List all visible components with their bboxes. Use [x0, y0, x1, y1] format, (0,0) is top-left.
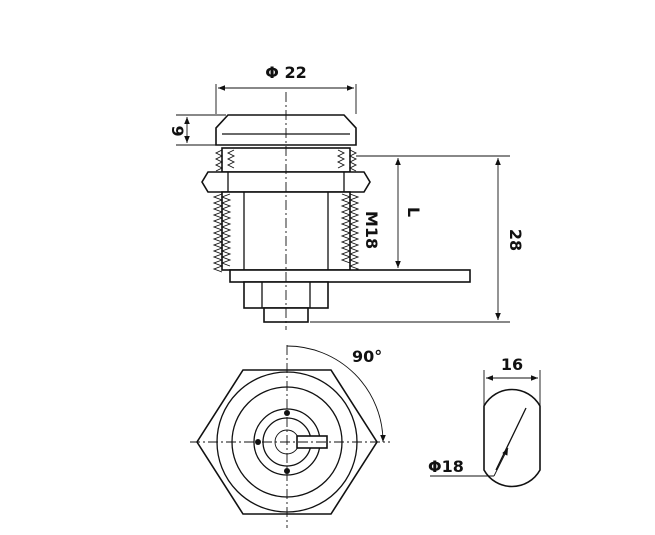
main-thread-teeth — [212, 193, 360, 273]
overall-label: 28 — [506, 229, 525, 251]
rotation-label: 90° — [352, 347, 382, 366]
cap-diameter-label: Φ 22 — [265, 63, 306, 82]
cap-height-label: 9 — [168, 125, 187, 136]
cam-detail-view: 16 Φ18 — [428, 355, 541, 488]
side-view — [201, 92, 471, 330]
dim-rotation: 90° — [286, 345, 386, 443]
dim-cap-diameter: Φ 22 — [215, 63, 357, 114]
cam-width-label: 16 — [501, 355, 523, 374]
dim-cap-height: 9 — [168, 114, 226, 146]
dim-overall: 28 — [310, 155, 525, 323]
upper-thread-teeth — [214, 149, 358, 172]
thread-label: M18 — [362, 211, 381, 249]
front-view — [190, 345, 390, 528]
length-label: L — [404, 207, 423, 217]
cam-diameter-label: Φ18 — [428, 457, 464, 476]
